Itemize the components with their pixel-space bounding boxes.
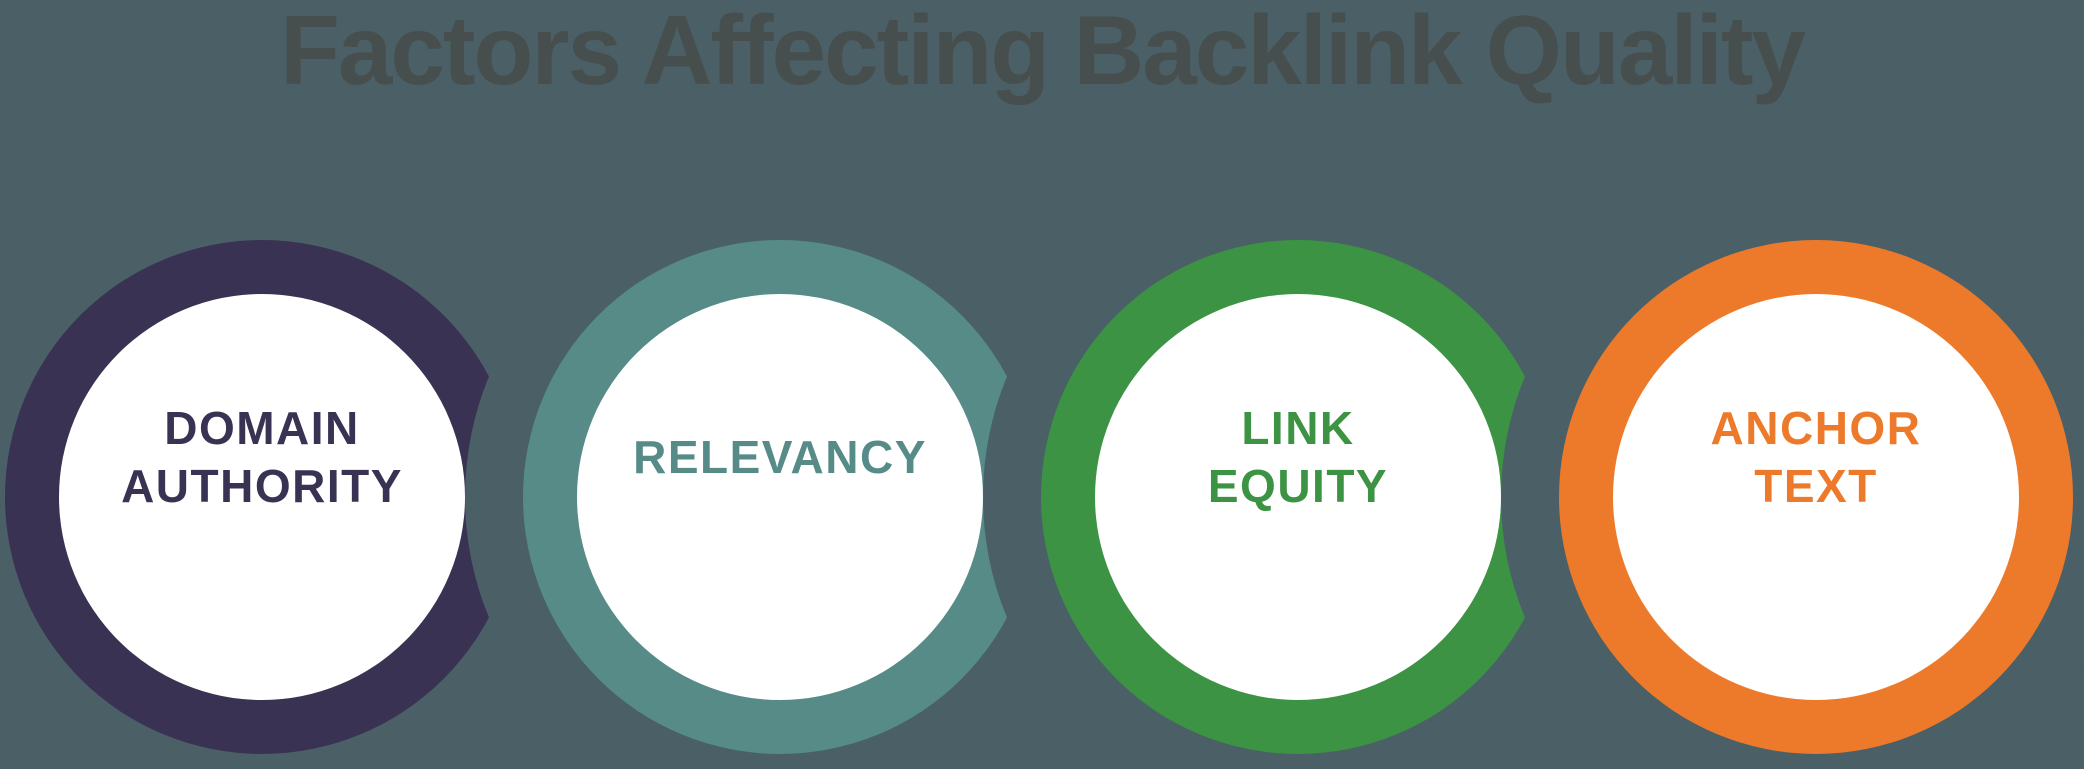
- infographic-title: Factors Affecting Backlink Quality: [280, 0, 1806, 105]
- factor-label-line: RELEVANCY: [633, 431, 927, 483]
- ring-domain-authority-inner: [59, 294, 465, 700]
- factor-label-anchor-text: ANCHOR TEXT: [1613, 399, 2019, 515]
- factor-label-line: EQUITY: [1207, 460, 1389, 512]
- factor-label-domain-authority: DOMAIN AUTHORITY: [59, 399, 465, 515]
- factor-label-link-equity: LINK EQUITY: [1095, 399, 1501, 515]
- factor-label-line: AUTHORITY: [121, 460, 403, 512]
- ring-link-equity-inner: [1095, 294, 1501, 700]
- ring-relevancy-inner: [577, 294, 983, 700]
- factor-label-line: TEXT: [1754, 460, 1878, 512]
- factor-label-line: ANCHOR: [1710, 402, 1922, 454]
- ring-anchor-text-inner: [1613, 294, 2019, 700]
- factor-label-line: DOMAIN: [164, 402, 360, 454]
- factor-label-relevancy: RELEVANCY: [577, 399, 983, 515]
- factor-label-line: LINK: [1241, 402, 1355, 454]
